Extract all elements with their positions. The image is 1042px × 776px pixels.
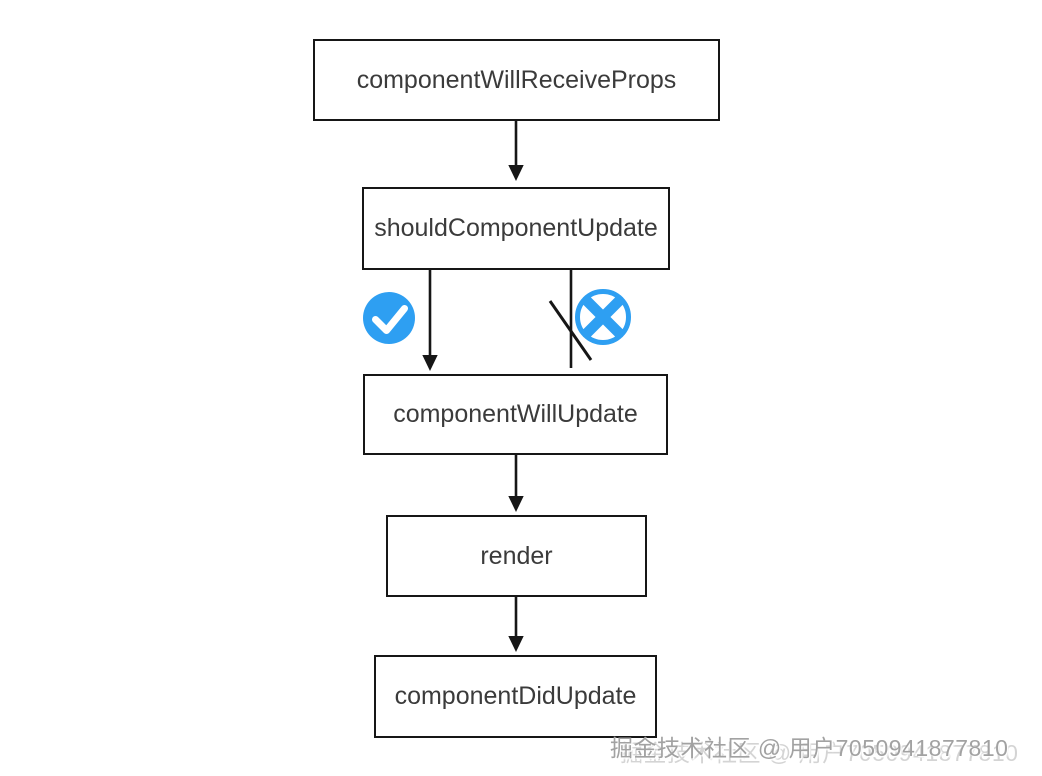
node-render: render <box>386 515 647 597</box>
arrowhead-icon <box>508 636 524 652</box>
arrowhead-icon <box>422 355 438 371</box>
node-shouldComponentUpdate: shouldComponentUpdate <box>362 187 670 270</box>
edge-render-to-didupdate <box>508 597 524 652</box>
node-componentWillUpdate: componentWillUpdate <box>363 374 668 455</box>
node-label: componentDidUpdate <box>394 682 637 710</box>
edge-shouldupdate-yes-branch <box>422 270 438 371</box>
check-circle-icon <box>363 292 415 344</box>
node-componentDidUpdate: componentDidUpdate <box>374 655 657 738</box>
node-label: shouldComponentUpdate <box>374 214 658 242</box>
edge-willupdate-to-render <box>508 455 524 512</box>
node-label: componentWillUpdate <box>393 400 638 428</box>
node-label: componentWillReceiveProps <box>356 65 677 94</box>
arrowhead-icon <box>508 496 524 512</box>
cross-circle-icon <box>575 289 631 345</box>
watermark-ghost-text: 掘金技术社区 @ 用户7050941877810 <box>620 740 1019 766</box>
arrowhead-icon <box>508 165 524 181</box>
blocked-slash-icon <box>548 300 593 361</box>
watermark-text: 掘金技术社区 @ 用户7050941877810 <box>610 735 1009 761</box>
edge-willreceiveprops-to-shouldupdate <box>508 121 524 181</box>
node-label: render <box>480 541 553 570</box>
node-componentWillReceiveProps: componentWillReceiveProps <box>313 39 720 121</box>
edge-shouldupdate-no-branch <box>548 270 593 368</box>
watermark: 掘金技术社区 @ 用户7050941877810 掘金技术社区 @ 用户7050… <box>610 729 1040 766</box>
